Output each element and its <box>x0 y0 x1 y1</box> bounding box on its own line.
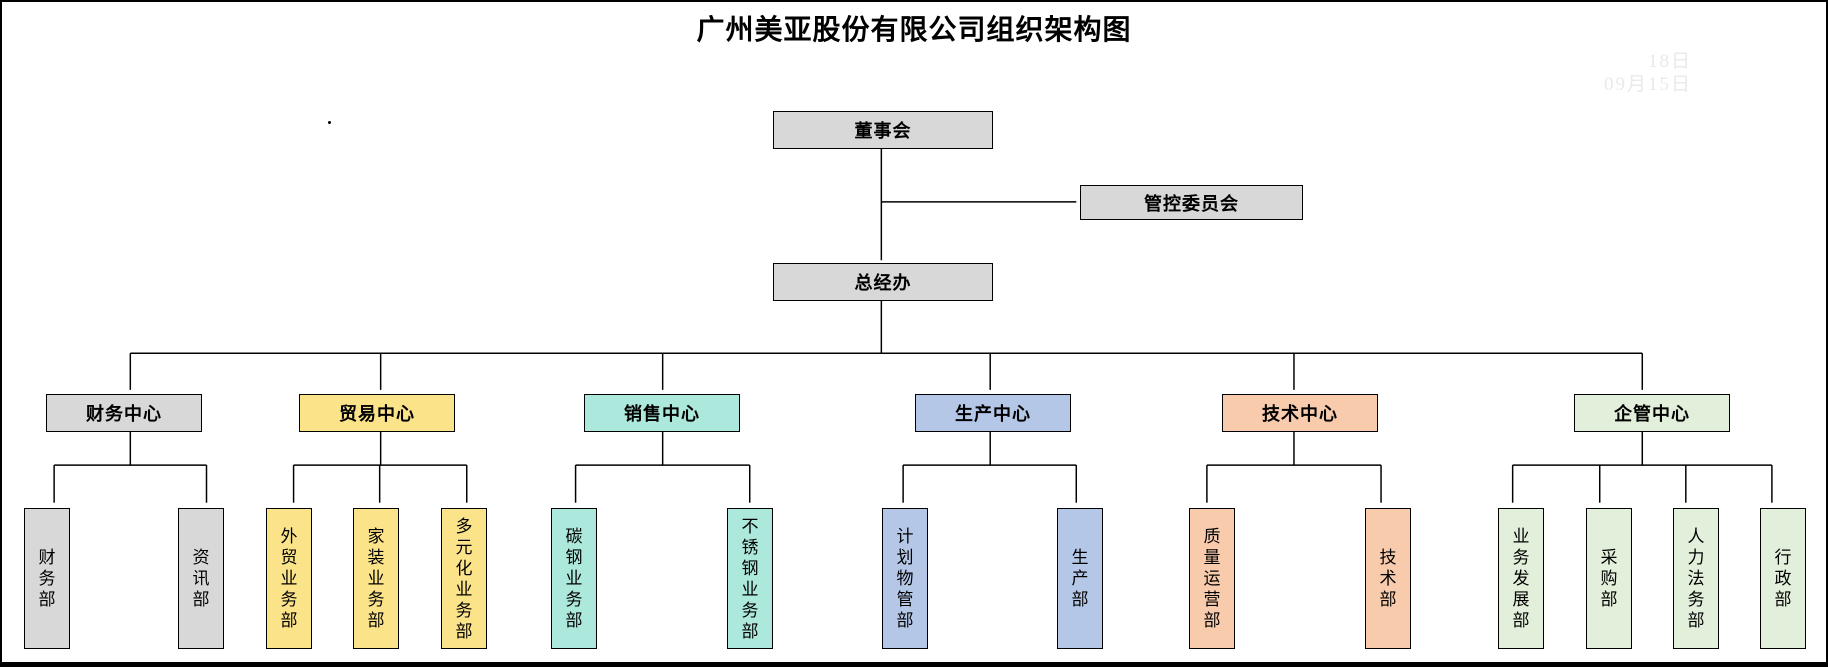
chart-title: 广州美亚股份有限公司组织架构图 <box>696 15 1132 46</box>
center-box-sales: 销售中心 <box>584 394 740 432</box>
dept-box-trade-1: 外贸业务部 <box>266 508 312 649</box>
dept-box-management-4: 行政部 <box>1760 508 1806 649</box>
stray-dot <box>328 121 331 124</box>
dept-box-management-2: 采购部 <box>1586 508 1632 649</box>
watermark: 18日 09月15日 <box>1402 50 1692 96</box>
dept-box-management-3: 人力法务部 <box>1673 508 1719 649</box>
dept-box-production-1: 计划物管部 <box>882 508 928 649</box>
gm-office-box: 总经办 <box>773 263 993 301</box>
dept-box-technology-2: 技术部 <box>1365 508 1411 649</box>
center-box-production: 生产中心 <box>915 394 1071 432</box>
center-box-technology: 技术中心 <box>1222 394 1378 432</box>
dept-box-management-1: 业务发展部 <box>1498 508 1544 649</box>
board-of-directors-box: 董事会 <box>773 111 993 149</box>
watermark-line-1: 18日 <box>1647 51 1692 72</box>
control-committee-box: 管控委员会 <box>1080 185 1303 220</box>
dept-box-trade-3: 多元化业务部 <box>441 508 487 649</box>
center-box-trade: 贸易中心 <box>299 394 455 432</box>
dept-box-sales-1: 碳钢业务部 <box>551 508 597 649</box>
dept-box-finance-1: 财务部 <box>24 508 70 649</box>
watermark-line-2: 09月15日 <box>1603 74 1692 95</box>
center-box-finance: 财务中心 <box>46 394 202 432</box>
center-box-management: 企管中心 <box>1574 394 1730 432</box>
dept-box-sales-2: 不锈钢业务部 <box>727 508 773 649</box>
dept-box-technology-1: 质量运营部 <box>1189 508 1235 649</box>
dept-box-trade-2: 家装业务部 <box>353 508 399 649</box>
dept-box-finance-2: 资讯部 <box>178 508 224 649</box>
dept-box-production-2: 生产部 <box>1057 508 1103 649</box>
